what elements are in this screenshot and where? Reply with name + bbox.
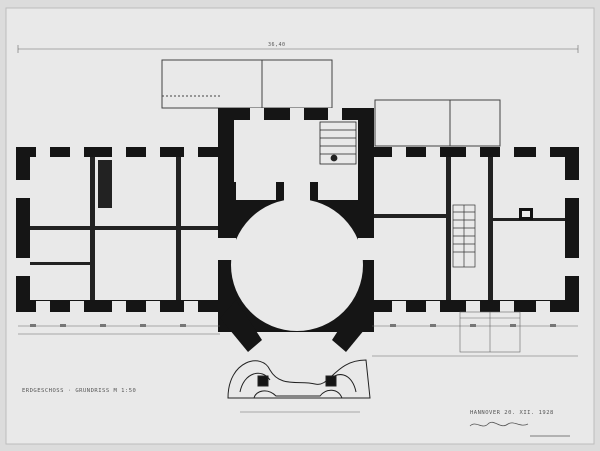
front-entrance-stair [227, 359, 371, 399]
central-rear-staircase [319, 121, 357, 165]
right-staircase [452, 204, 476, 268]
rotunda-front-piers [220, 300, 374, 352]
rotunda-walls [218, 182, 374, 332]
top-dimension-line [17, 45, 579, 53]
signature-mark [469, 421, 570, 437]
overall-dimension-label: 36,40 [268, 42, 286, 48]
left-wing-interior-walls [30, 157, 220, 300]
window-openings [16, 108, 579, 312]
right-wing-interior-walls [374, 157, 565, 300]
plan-caption: ERDGESCHOSS · GRUNDRISS M 1:50 [22, 388, 136, 394]
place-date: HANNOVER 20. XII. 1928 [470, 410, 554, 416]
dimension-ticks [30, 324, 556, 327]
